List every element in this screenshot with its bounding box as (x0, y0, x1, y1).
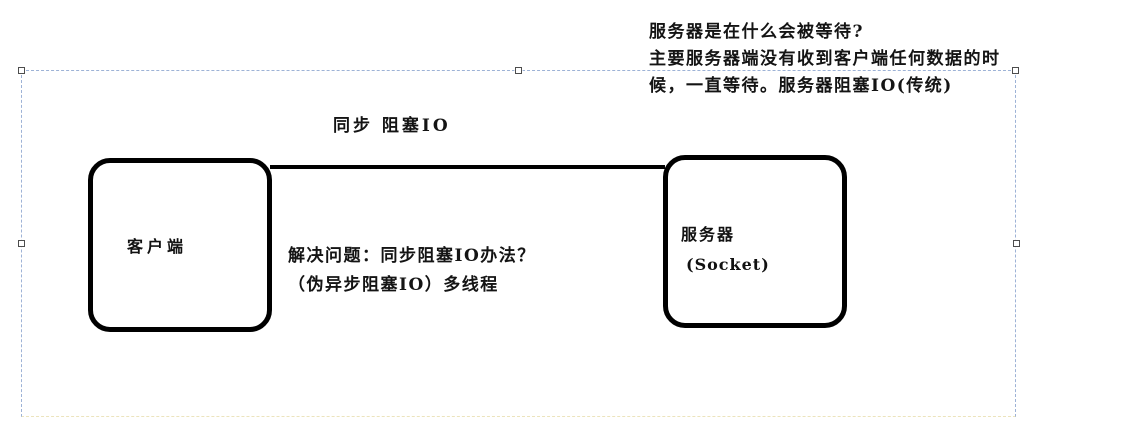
server-box-label: 服务器 (Socket) (668, 160, 842, 280)
client-box-shape[interactable]: 客户端 (88, 158, 272, 332)
selection-handle-middle-right[interactable] (1013, 240, 1020, 247)
question-note-line1: 服务器是在什么会被等待? (649, 22, 864, 42)
selection-handle-middle-left[interactable] (18, 240, 25, 247)
solution-note-line1: 解决问题：同步阻塞IO办法？ (288, 246, 536, 266)
question-note-line2: 主要服务器端没有收到客户端任何数据的时 (649, 49, 1001, 69)
server-box-shape[interactable]: 服务器 (Socket) (663, 155, 847, 328)
selection-handle-top-left[interactable] (18, 67, 25, 74)
server-box-label-line2: (Socket) (686, 255, 770, 274)
solution-note-line2: （伪异步阻塞IO）多线程 (288, 275, 499, 295)
client-box-label: 客户端 (127, 237, 188, 256)
question-note-line3: 候，一直等待。服务器阻塞IO(传统) (649, 76, 953, 96)
selection-handle-top-center[interactable] (515, 67, 522, 74)
connector-line[interactable] (270, 165, 665, 169)
connector-label: 同步 阻塞IO (333, 116, 451, 136)
server-box-label-line1: 服务器 (681, 225, 736, 244)
question-note: 服务器是在什么会被等待? 主要服务器端没有收到客户端任何数据的时 候，一直等待。… (649, 19, 1001, 100)
selection-handle-top-right[interactable] (1012, 67, 1019, 74)
solution-note: 解决问题：同步阻塞IO办法？ （伪异步阻塞IO）多线程 (288, 242, 536, 300)
